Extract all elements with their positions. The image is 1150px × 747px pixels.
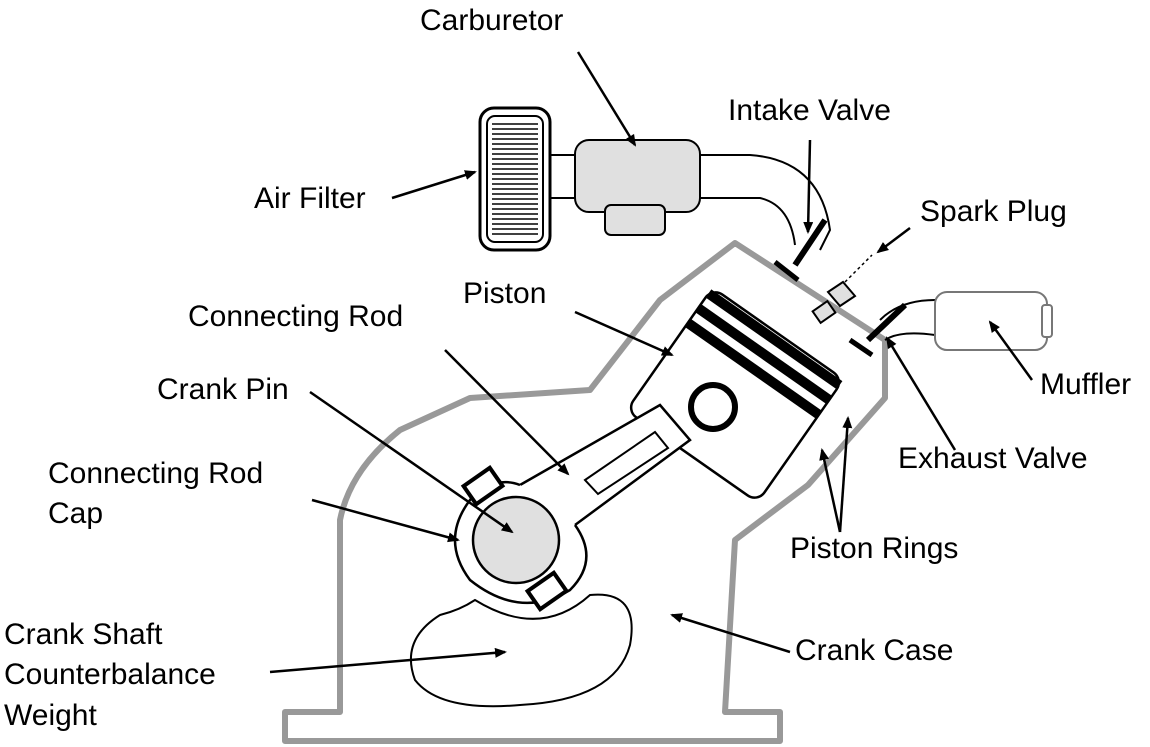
intake-valve-part	[773, 218, 828, 282]
label-counterbalance-1: Crank Shaft	[4, 618, 163, 651]
wrist-pin	[688, 382, 738, 432]
spark-plug-part	[811, 254, 873, 325]
label-connecting-rod-cap-2: Cap	[48, 497, 104, 530]
exhaust-valve-part	[848, 302, 908, 358]
crank-case-outline	[282, 240, 888, 744]
label-piston: Piston	[463, 277, 547, 310]
piston-part	[629, 289, 843, 499]
intake-pipe	[550, 154, 832, 251]
intake-pipe-inner	[550, 197, 796, 246]
rod-cap-bolts	[460, 465, 570, 612]
label-muffler: Muffler	[1040, 368, 1132, 401]
leader-arrows	[269, 51, 1034, 674]
counterbalance-weight-part	[409, 593, 633, 708]
label-intake-valve: Intake Valve	[728, 94, 891, 127]
label-exhaust-valve: Exhaust Valve	[898, 442, 1088, 475]
carburetor-part	[574, 139, 701, 236]
label-crank-pin: Crank Pin	[157, 373, 289, 406]
label-connecting-rod-cap-1: Connecting Rod	[48, 457, 264, 490]
air-filter-part	[478, 106, 552, 252]
label-air-filter: Air Filter	[254, 182, 366, 215]
label-connecting-rod: Connecting Rod	[188, 300, 404, 333]
label-crank-case: Crank Case	[795, 634, 954, 667]
label-spark-plug: Spark Plug	[920, 195, 1067, 228]
label-carburetor: Carburetor	[420, 4, 564, 37]
label-counterbalance-3: Weight	[4, 699, 97, 732]
muffler-part	[934, 291, 1053, 351]
label-counterbalance-2: Counterbalance	[4, 658, 216, 691]
label-piston-rings: Piston Rings	[790, 532, 959, 565]
crank-pin-part	[471, 495, 561, 585]
